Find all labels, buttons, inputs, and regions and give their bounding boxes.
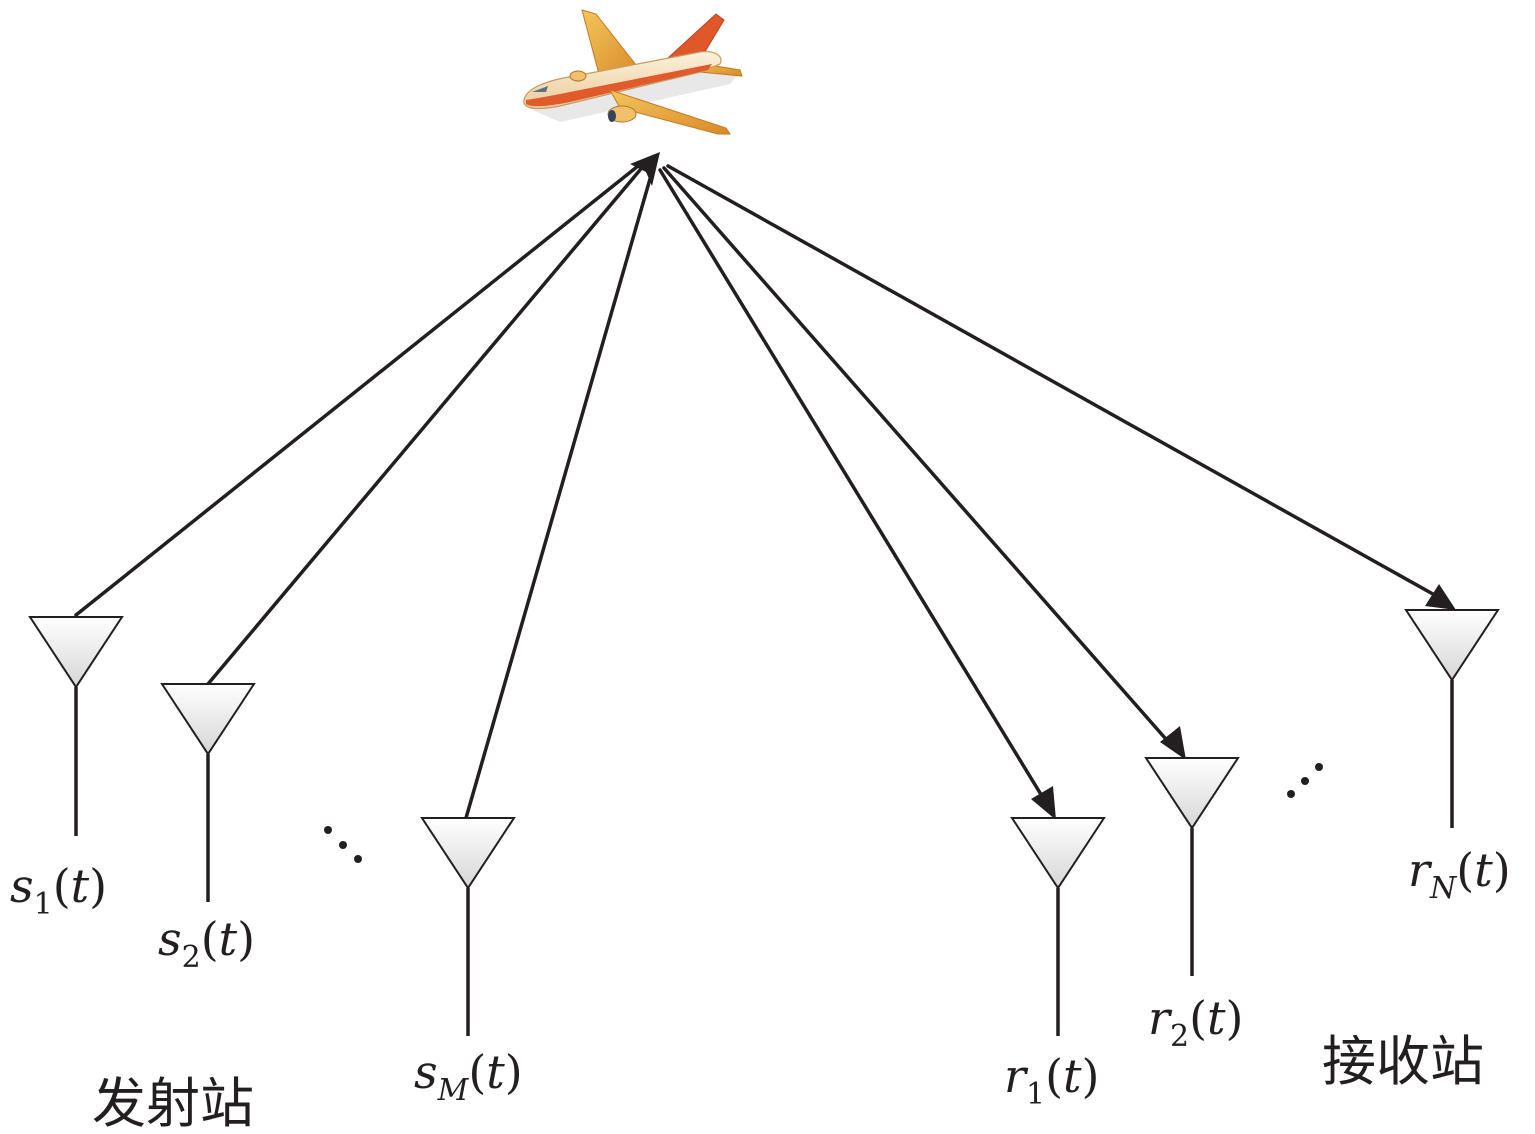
link-rx-2 (662, 166, 1174, 748)
antenna-icon (420, 817, 516, 1036)
link-tx-2 (206, 168, 642, 686)
arrowhead-rx-2 (1160, 726, 1186, 760)
antenna-icon (1404, 609, 1500, 828)
rx-label-2: r2(t) (1148, 991, 1244, 1054)
arrowhead-rx-1 (1031, 786, 1056, 820)
transmit-station-label: 发射站 (92, 1072, 254, 1134)
antenna-icon (1010, 817, 1106, 1036)
rx-label-N: rN(t) (1408, 843, 1511, 906)
tx-label-2: s2(t) (158, 912, 255, 975)
ellipsis-dots-tx (324, 826, 362, 863)
ellipsis-dots-rx (1287, 763, 1323, 798)
link-rx-1 (658, 168, 1050, 808)
antenna-icon (160, 683, 256, 902)
receive-station-label: 接收站 (1322, 1030, 1484, 1093)
antenna-icon (1144, 757, 1240, 976)
airplane-icon (523, 9, 743, 135)
tx-label-M: sM(t) (414, 1045, 523, 1108)
rx-label-1: r1(t) (1004, 1049, 1100, 1112)
link-tx-M (464, 170, 654, 820)
link-tx-1 (74, 164, 640, 617)
antenna-icon (28, 616, 124, 836)
tx-label-1: s1(t) (10, 859, 107, 922)
arrowhead-target (630, 152, 660, 186)
link-rx-N (666, 164, 1442, 600)
arrowhead-rx-N (1425, 584, 1456, 610)
